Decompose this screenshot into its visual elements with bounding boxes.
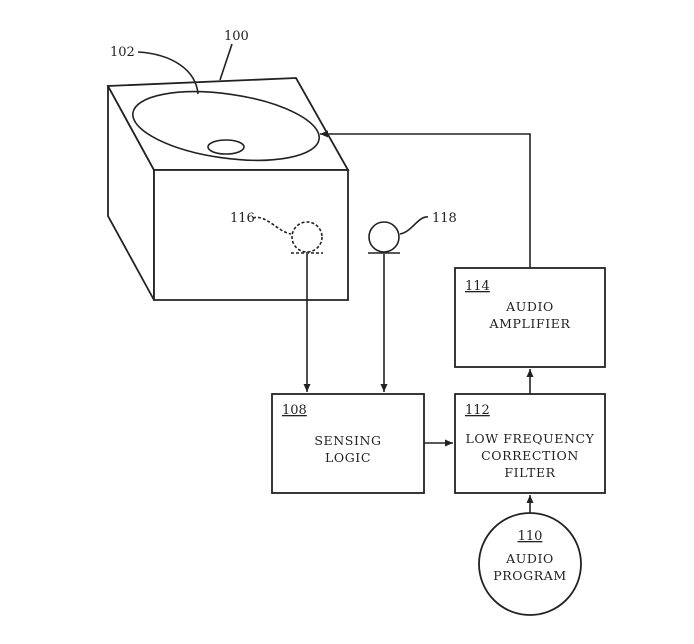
ref-label-102: 102: [110, 45, 135, 60]
microphone-118-icon: [368, 221, 400, 253]
leader-line-116: [252, 216, 292, 235]
ref-label-100: 100: [224, 29, 249, 44]
leader-line-102: [137, 51, 199, 95]
speaker-driver-cone: [132, 90, 320, 162]
lf-filter-line-1: LOW FREQUENCY: [465, 431, 594, 446]
sensing-logic-box: [271, 393, 425, 494]
speaker-enclosure: [106, 77, 350, 301]
audio-amplifier-line-1: AUDIO: [505, 299, 554, 314]
audio-program-line-1: AUDIO: [505, 551, 554, 566]
sensing-logic-block: 108 SENSING LOGIC: [271, 393, 425, 494]
microphone-118: [368, 221, 400, 254]
enclosure-front-face: [153, 169, 349, 301]
sensing-logic-line-2: LOGIC: [325, 450, 371, 465]
amplifier-to-speaker-arrow: [320, 130, 531, 268]
audio-amplifier-block: 114 AUDIO AMPLIFIER: [454, 267, 606, 368]
lf-filter-line-3: FILTER: [504, 465, 555, 480]
ref-label-118: 118: [432, 211, 457, 226]
sensing-logic-ref: 108: [282, 403, 307, 418]
microphone-116: [291, 221, 323, 254]
audio-amplifier-box: [454, 267, 606, 368]
microphone-116-icon: [291, 221, 323, 253]
sensing-logic-line-1: SENSING: [314, 433, 381, 448]
lf-filter-line-2: CORRECTION: [481, 448, 579, 463]
ref-label-116: 116: [230, 211, 255, 226]
audio-amplifier-line-2: AMPLIFIER: [488, 316, 570, 331]
audio-program-line-2: PROGRAM: [493, 568, 567, 583]
audio-program-block: 110 AUDIO PROGRAM: [478, 512, 582, 616]
leader-line-118: [399, 216, 429, 235]
lf-filter-box: [454, 393, 606, 494]
audio-program-ref: 110: [518, 529, 543, 544]
driver-dust-cap: [207, 139, 245, 155]
audio-amplifier-ref: 114: [465, 279, 490, 294]
lf-filter-ref: 112: [465, 403, 490, 418]
leader-line-100: [219, 43, 233, 81]
lf-correction-filter-block: 112 LOW FREQUENCY CORRECTION FILTER: [454, 393, 606, 494]
